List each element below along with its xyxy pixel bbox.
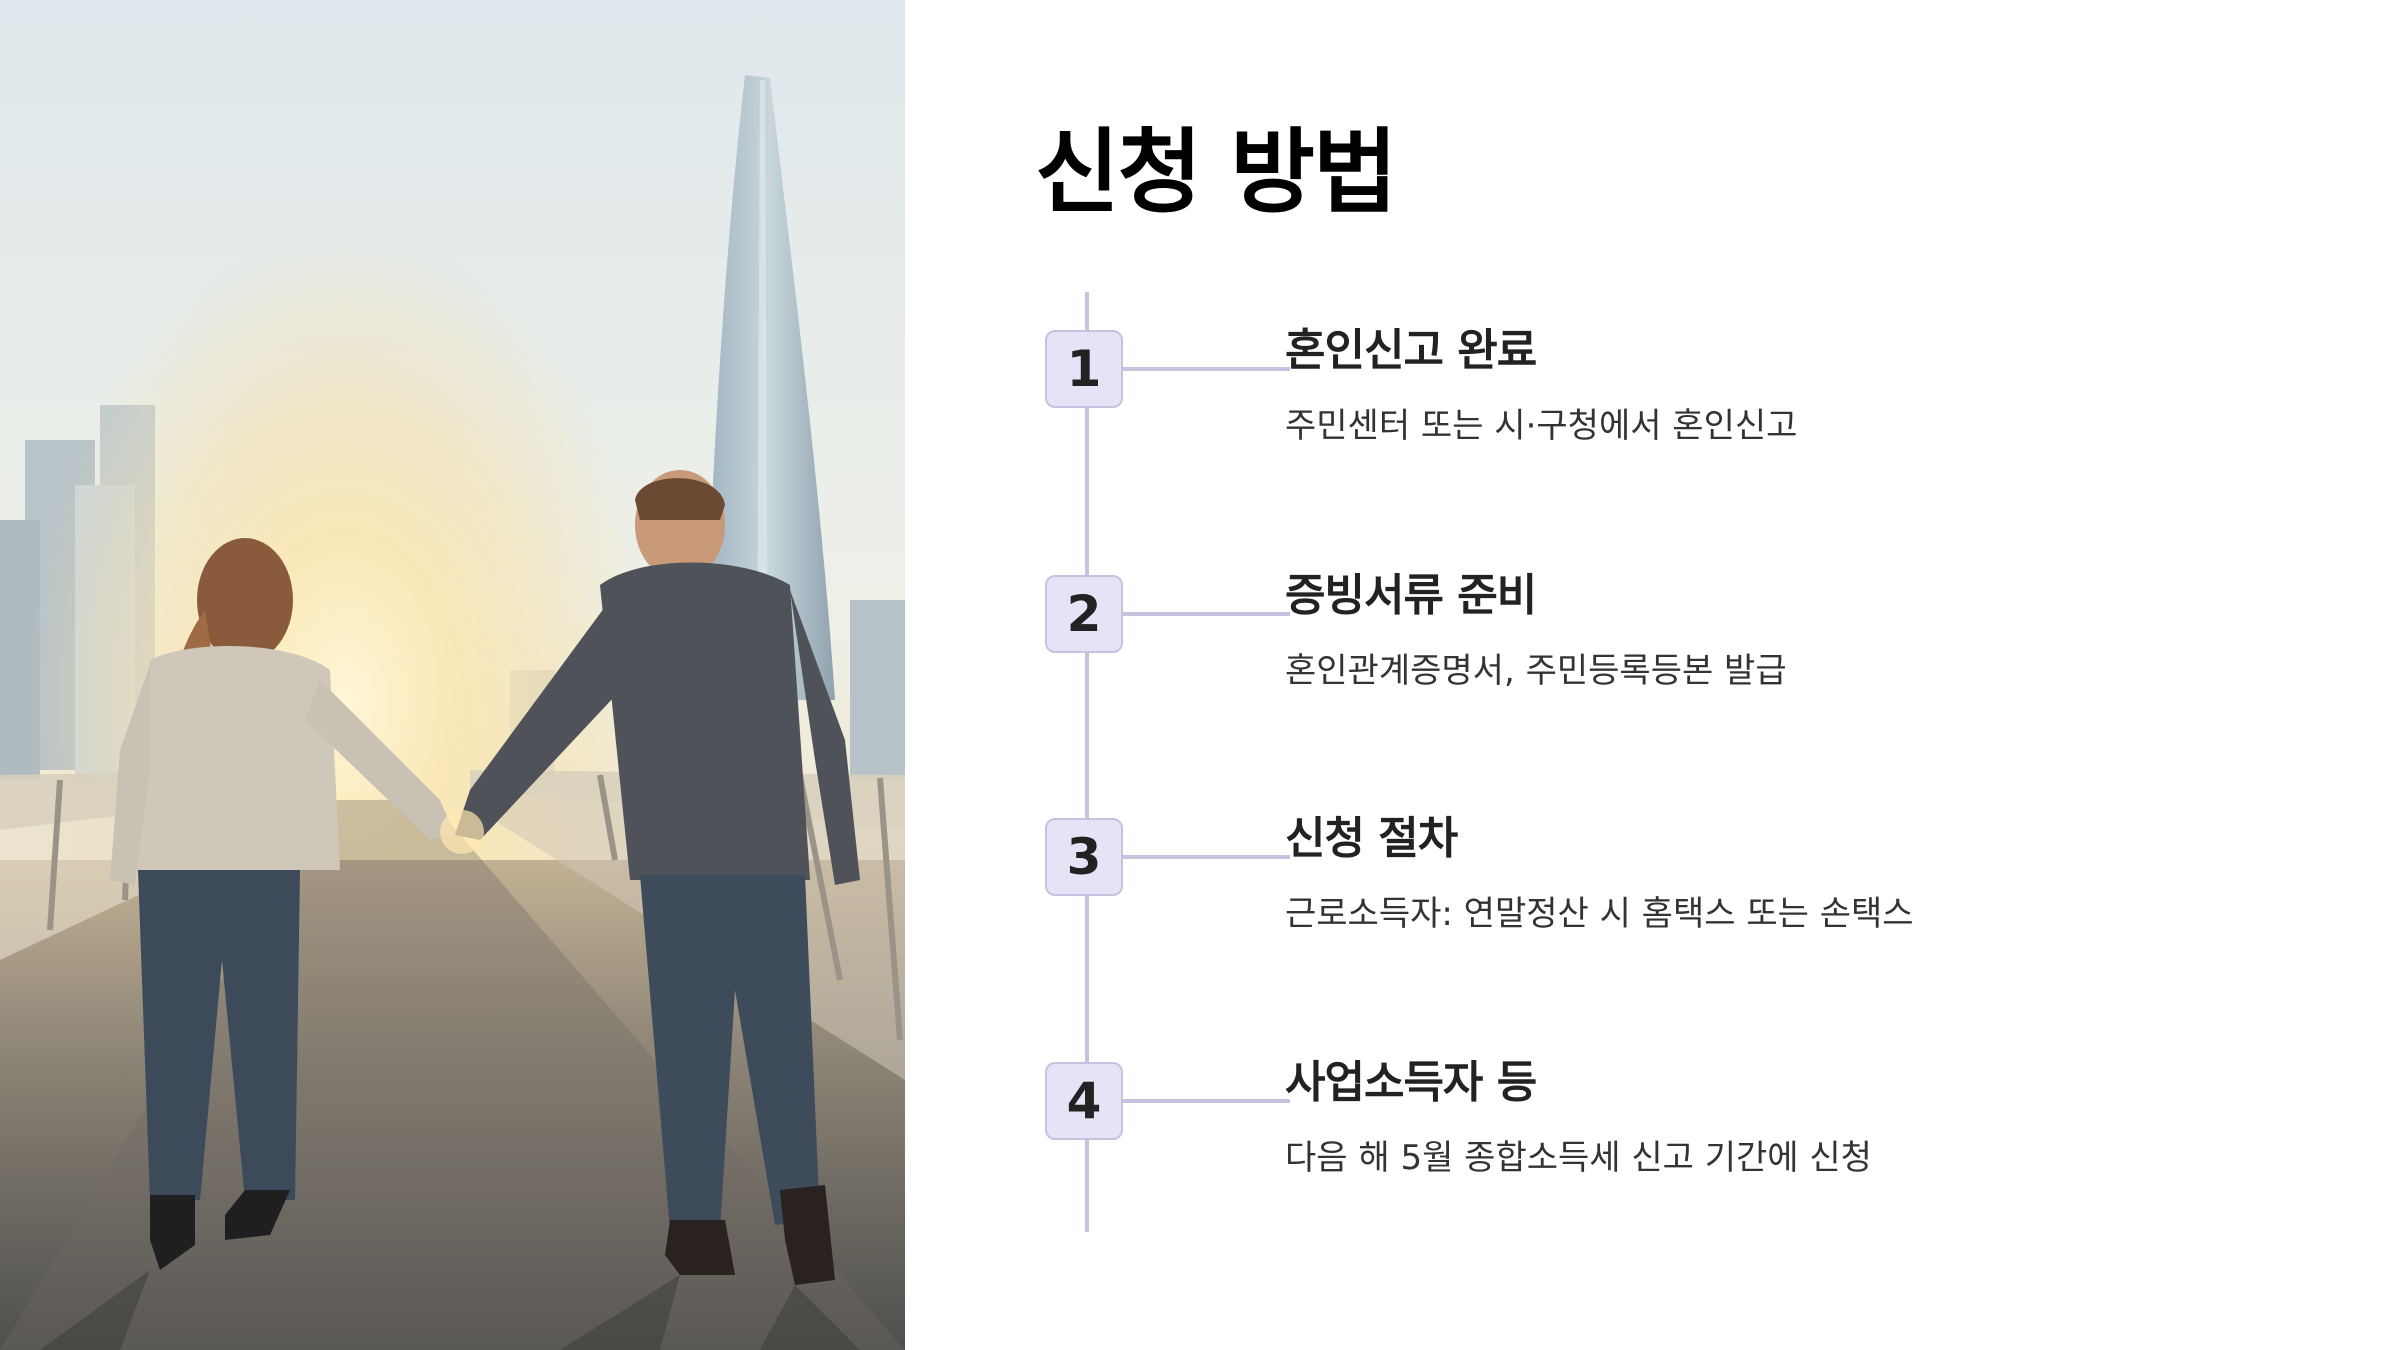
- step-title: 사업소득자 등: [1285, 1057, 1537, 1108]
- step-connector-line: [1123, 367, 1290, 371]
- step-description: 다음 해 5월 종합소득세 신고 기간에 신청: [1285, 1138, 1872, 1178]
- step-connector-line: [1123, 612, 1290, 616]
- couple-walking-photo: [0, 0, 905, 1350]
- step-description: 주민센터 또는 시·구청에서 혼인신고: [1285, 406, 1798, 446]
- step-title: 증빙서류 준비: [1285, 570, 1537, 621]
- step-description: 근로소득자: 연말정산 시 홈택스 또는 손택스: [1285, 894, 1914, 934]
- step-item: 4 사업소득자 등 다음 해 5월 종합소득세 신고 기간에 신청: [1045, 1057, 2345, 1192]
- step-item: 2 증빙서류 준비 혼인관계증명서, 주민등록등본 발급: [1045, 570, 2345, 705]
- timeline-line: [1085, 292, 1089, 1232]
- step-number-badge: 3: [1045, 818, 1123, 896]
- step-number-badge: 2: [1045, 575, 1123, 653]
- page-title: 신청 방법: [1035, 119, 1398, 226]
- step-number-badge: 4: [1045, 1062, 1123, 1140]
- step-title: 신청 절차: [1285, 813, 1458, 864]
- step-description: 혼인관계증명서, 주민등록등본 발급: [1285, 651, 1787, 691]
- step-connector-line: [1123, 1099, 1290, 1103]
- step-item: 1 혼인신고 완료 주민센터 또는 시·구청에서 혼인신고: [1045, 325, 2345, 460]
- step-number-badge: 1: [1045, 330, 1123, 408]
- step-title: 혼인신고 완료: [1285, 325, 1537, 376]
- step-connector-line: [1123, 855, 1290, 859]
- step-item: 3 신청 절차 근로소득자: 연말정산 시 홈택스 또는 손택스: [1045, 813, 2345, 948]
